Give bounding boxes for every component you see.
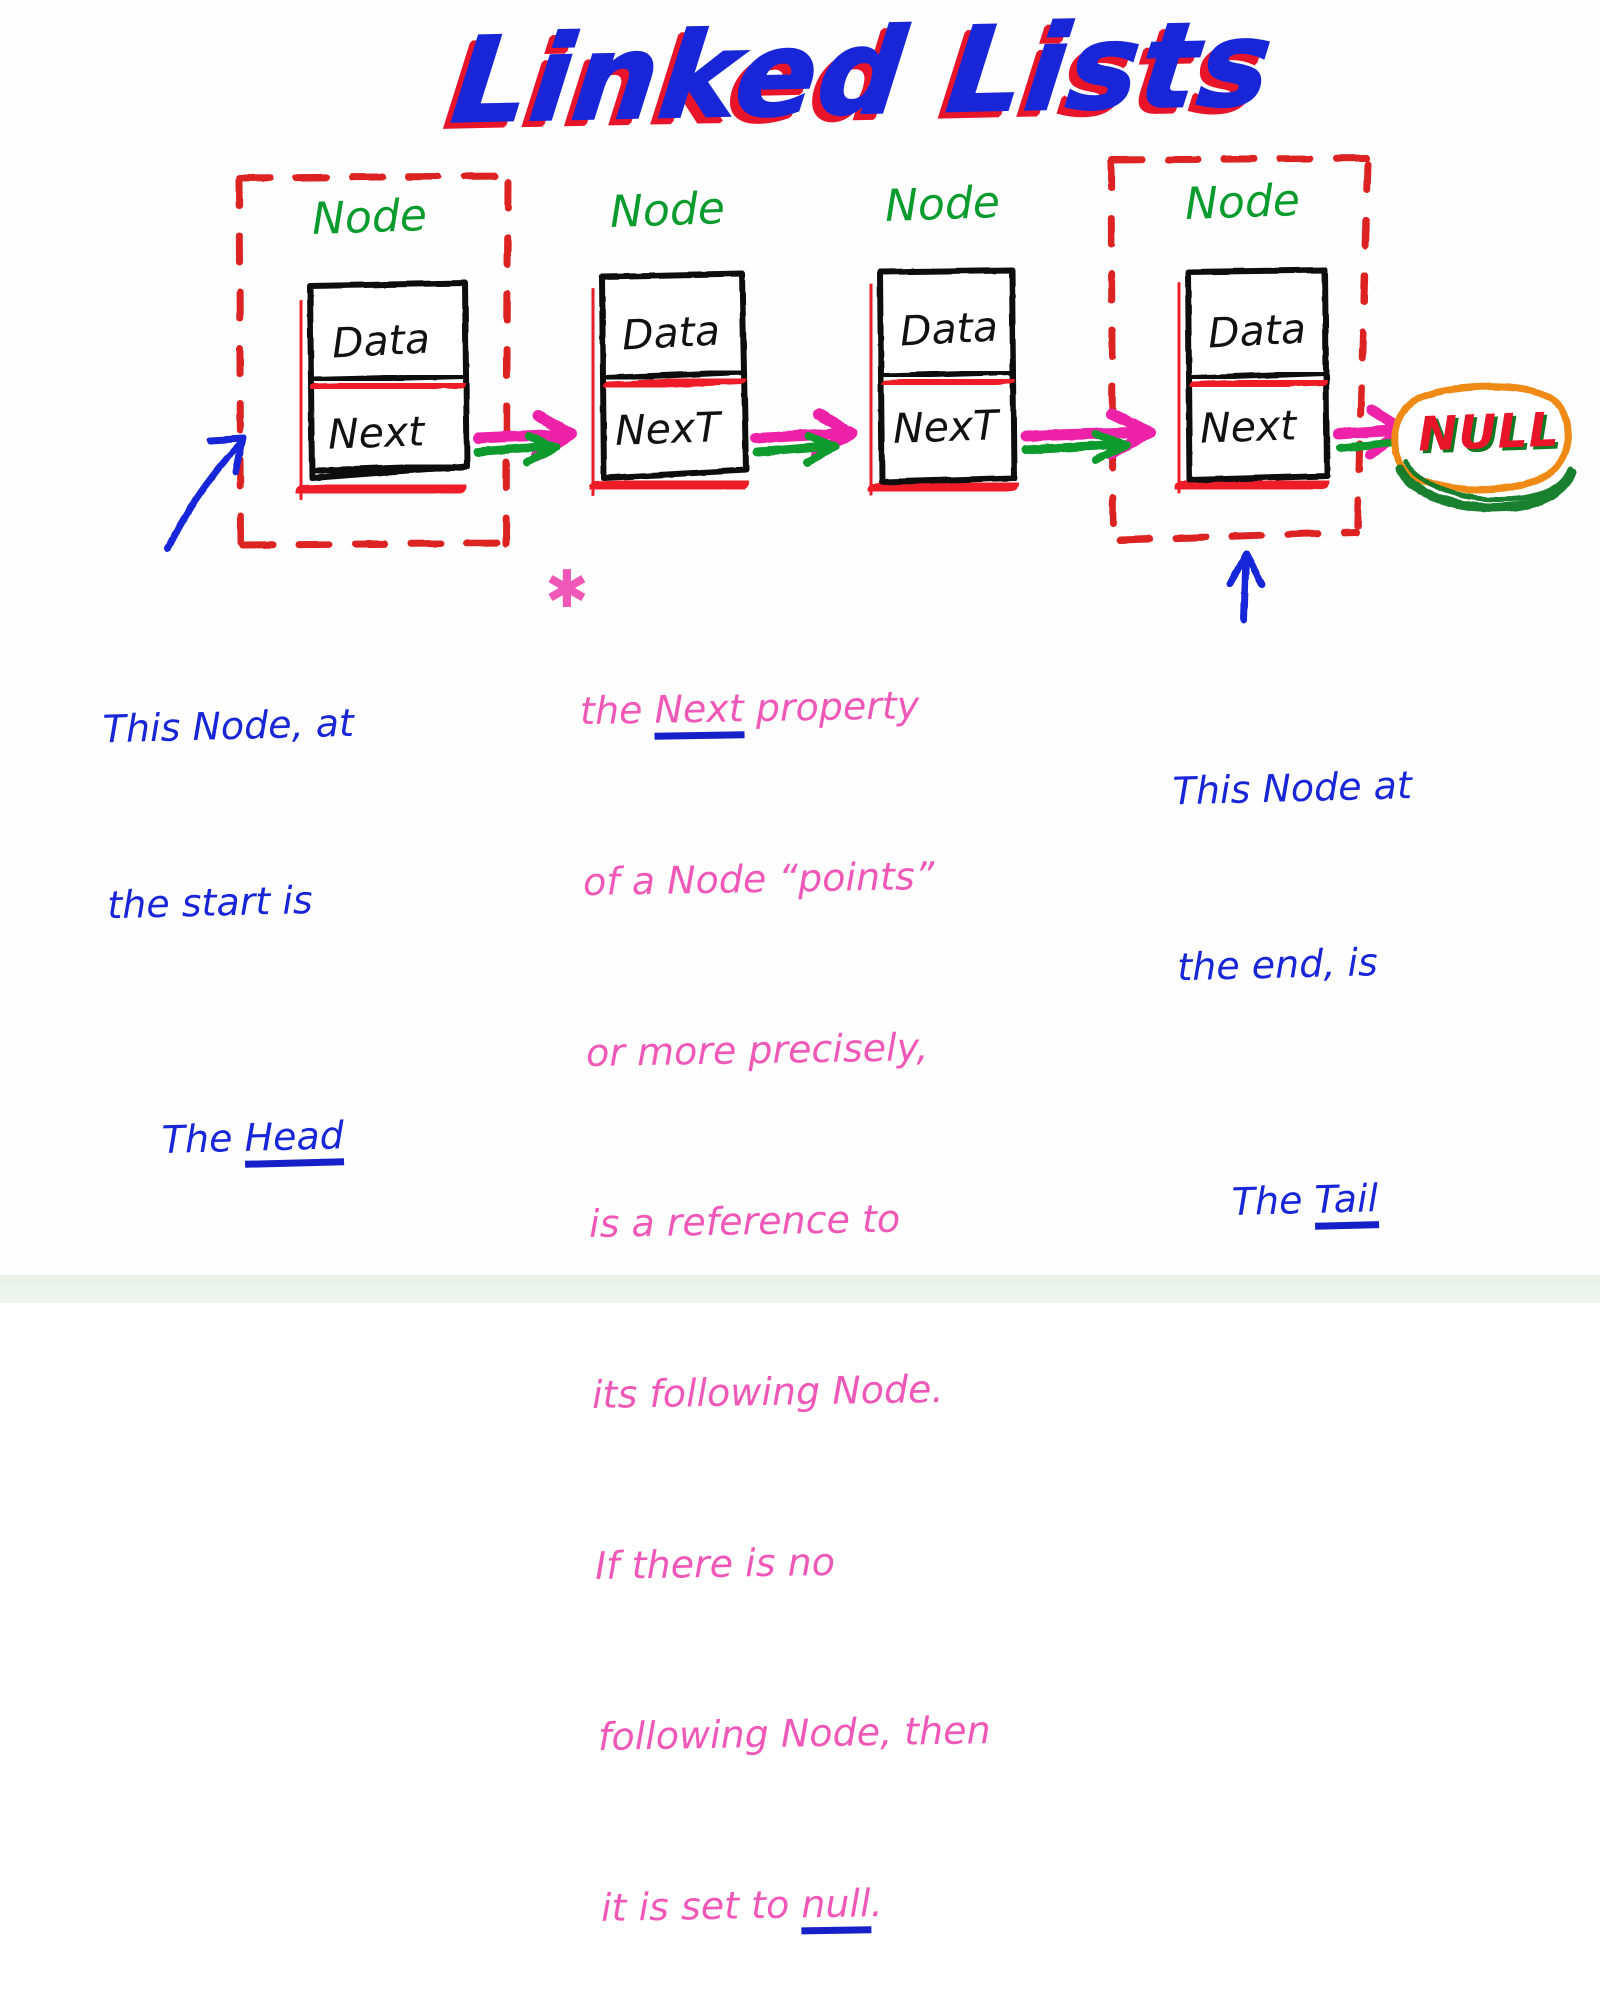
next-underlined-word: Next bbox=[654, 686, 745, 740]
head-underlined-word: Head bbox=[243, 1113, 345, 1168]
node-2-data-label: Data bbox=[620, 306, 722, 360]
next-note-line-3: or more precisely, bbox=[585, 1025, 929, 1076]
asterisk-bullet-icon: ✱ bbox=[545, 560, 589, 620]
null-terminator-label: NULL bbox=[1417, 402, 1561, 463]
scan-bottom-edge bbox=[0, 1275, 1600, 1303]
node-label-3: Node bbox=[884, 177, 1001, 232]
next-note-line-5: its following Node. bbox=[591, 1366, 944, 1417]
head-annotation-line-3: The Head bbox=[111, 1045, 446, 1230]
next-note-line-1-a: the bbox=[579, 687, 655, 734]
head-annotation-line-1: This Node, at bbox=[102, 700, 355, 752]
next-note-line-8-b: . bbox=[870, 1881, 884, 1926]
whiteboard-sheet bbox=[0, 0, 1600, 1303]
next-note-line-7: following Node, then bbox=[597, 1708, 992, 1759]
tail-annotation-line-3: The Tail bbox=[1181, 1107, 1516, 1292]
head-annotation-line-3-prefix: The bbox=[161, 1115, 246, 1162]
node-2-next-label: NexT bbox=[614, 403, 721, 455]
node-label-4: Node bbox=[1184, 175, 1301, 230]
node-3-next-label: NexT bbox=[892, 401, 999, 453]
tail-annotation: This Node at the end, is The Tail bbox=[1169, 636, 1517, 1351]
next-note-line-2: of a Node “points” bbox=[582, 853, 935, 905]
tail-annotation-line-2: the end, is bbox=[1176, 940, 1379, 990]
null-underlined-word: null bbox=[800, 1881, 872, 1935]
next-note-line-4: is a reference to bbox=[588, 1196, 901, 1247]
next-note-line-8: it is set to null. bbox=[600, 1872, 1061, 1937]
node-4-data-label: Data bbox=[1206, 304, 1308, 358]
next-note-line-1: the Next property bbox=[580, 675, 1041, 740]
tail-annotation-line-3-prefix: The bbox=[1231, 1177, 1316, 1224]
tail-annotation-line-1: This Node at bbox=[1172, 762, 1413, 814]
next-note-line-8-a: it is set to bbox=[600, 1882, 802, 1930]
node-4-next-label: Next bbox=[1199, 401, 1298, 453]
node-3-data-label: Data bbox=[898, 302, 1000, 356]
page-title: Linked Lists bbox=[445, 0, 1282, 151]
head-annotation: This Node, at the start is The Head bbox=[99, 574, 447, 1289]
node-1-data-label: Data bbox=[330, 314, 432, 368]
node-label-1: Node bbox=[311, 190, 428, 245]
next-note-line-6: If there is no bbox=[594, 1539, 836, 1588]
head-annotation-line-2: the start is bbox=[106, 878, 314, 928]
node-1-next-label: Next bbox=[327, 407, 426, 459]
next-note-line-1-b: property bbox=[743, 683, 920, 731]
node-label-2: Node bbox=[609, 183, 726, 238]
tail-underlined-word: Tail bbox=[1313, 1176, 1379, 1230]
